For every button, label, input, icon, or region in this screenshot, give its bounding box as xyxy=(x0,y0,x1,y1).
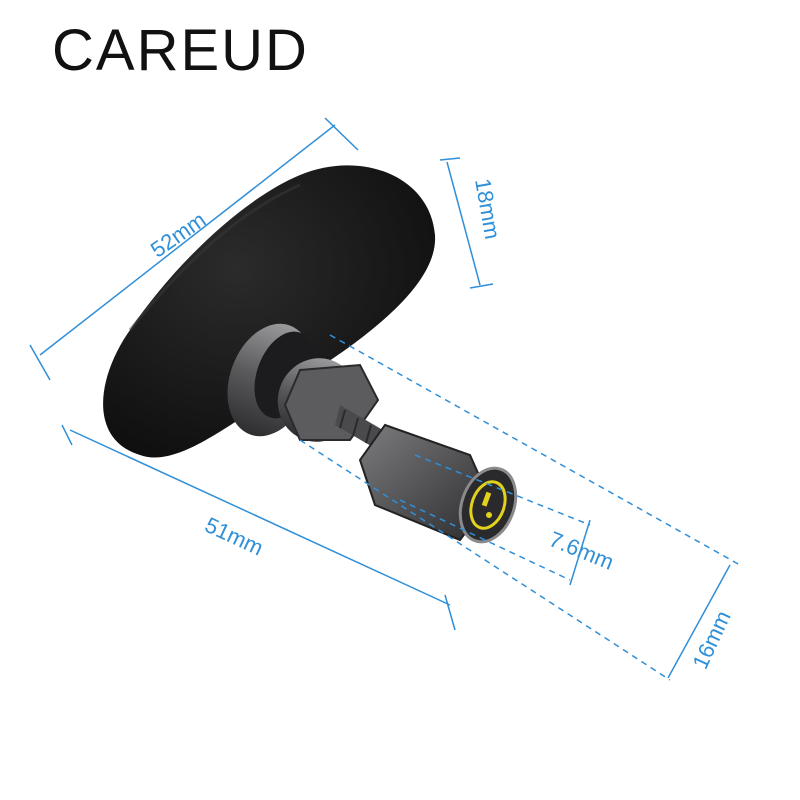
dimension-label-51mm: 51mm xyxy=(201,512,267,560)
dimension-label-16mm: 16mm xyxy=(687,607,735,673)
valve-cap xyxy=(358,423,518,544)
brand-logo: CAREUD xyxy=(52,18,309,83)
sensor-body xyxy=(103,165,436,458)
dimension-label-7.6mm: 7.6mm xyxy=(546,526,618,574)
dimension-lines xyxy=(29,117,741,681)
dimension-label-18mm: 18mm xyxy=(470,177,505,242)
